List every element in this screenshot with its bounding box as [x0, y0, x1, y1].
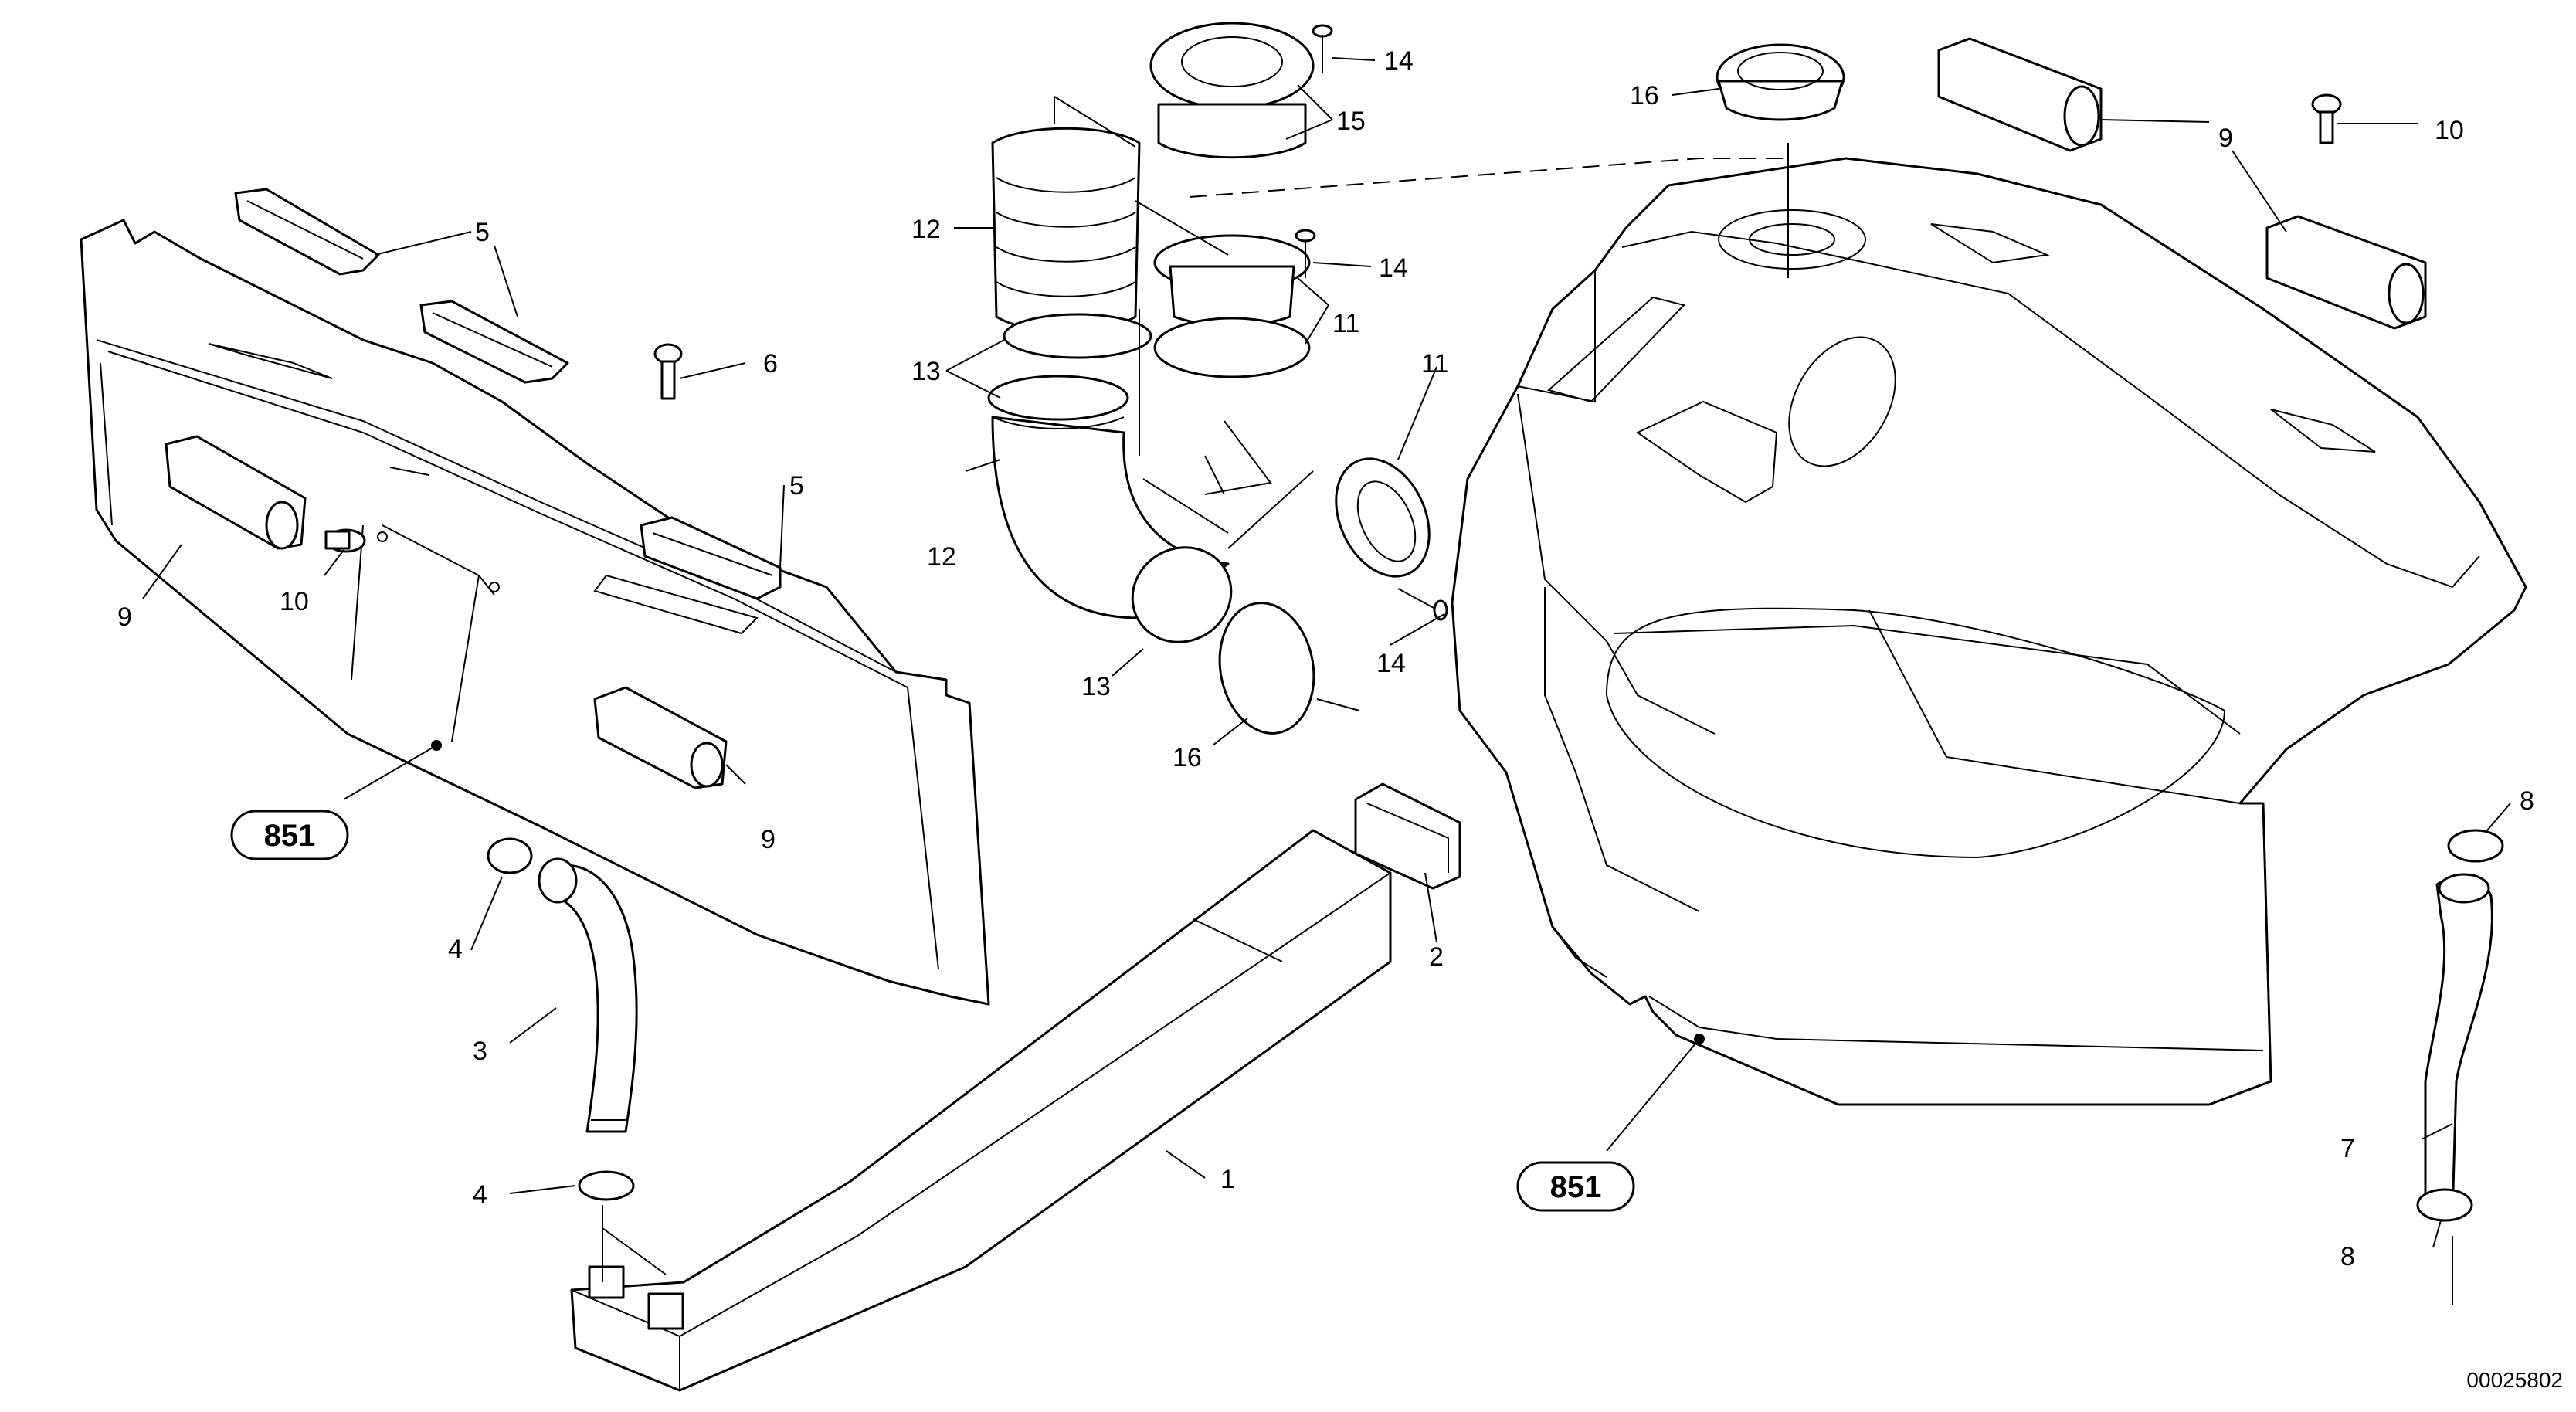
hose-clamp-13b	[987, 375, 1129, 421]
assembly-line	[1139, 309, 1225, 495]
screw-10b	[2311, 93, 2342, 144]
bolt-10a	[324, 528, 366, 553]
callout-2: 2	[1429, 942, 1444, 972]
callout-11a: 11	[1332, 309, 1359, 338]
vent-box-9a	[165, 435, 307, 550]
leader-lines	[142, 57, 2511, 1248]
reference-badge-left: 851	[230, 810, 349, 860]
duct-gasket-2	[1354, 782, 1461, 890]
callout-9b: 9	[761, 825, 776, 854]
callout-12b: 12	[927, 542, 956, 572]
vent-ring-11c	[1335, 457, 1431, 578]
vent-box-9c	[1937, 37, 2103, 152]
reference-number: 851	[1550, 1170, 1602, 1204]
callout-8a: 8	[2520, 786, 2534, 816]
assembly-line	[1135, 200, 1229, 534]
hose-clamp-13a	[1003, 313, 1152, 359]
callout-10b: 10	[2435, 116, 2464, 145]
assembly-line	[1227, 470, 1314, 549]
hose-3	[538, 857, 638, 1133]
assembly-line	[602, 1205, 667, 1282]
callout-12a: 12	[911, 215, 941, 244]
callout-14b: 14	[1379, 253, 1408, 283]
vent-grille-5a	[234, 188, 380, 276]
vent-box-9d	[2265, 215, 2427, 330]
callout-13a: 13	[911, 357, 941, 386]
callout-6: 6	[763, 349, 778, 378]
callout-5a: 5	[475, 218, 490, 247]
clamp-8b	[2416, 1188, 2473, 1222]
callout-11b: 11	[1421, 349, 1448, 378]
clamp-4b	[578, 1170, 635, 1201]
bellows-hose-12a	[991, 127, 1141, 333]
callout-10a: 10	[280, 587, 309, 616]
hose-7	[2424, 873, 2493, 1218]
vent-ring-11a	[1153, 234, 1311, 327]
vent-grille-5b	[419, 300, 569, 384]
callout-13b: 13	[1081, 672, 1111, 701]
callout-labels: 1 2 3 4 4 5 5 6 7 8 8 9 9 9 10 10 11 11 …	[117, 46, 2534, 1271]
callout-14a: 14	[1384, 46, 1414, 76]
cover-cap-16a	[1716, 43, 1845, 121]
vent-ring-11b	[1153, 317, 1311, 378]
callout-9c: 9	[2218, 124, 2233, 153]
callout-4a: 4	[448, 935, 463, 964]
air-vent-15	[1149, 22, 1315, 159]
screw-14b	[1295, 229, 1316, 278]
left-trim-panel	[80, 219, 990, 1006]
callout-7: 7	[2340, 1134, 2355, 1163]
assembly-line	[1054, 96, 1136, 148]
callout-5b: 5	[789, 471, 804, 501]
clamp-8a	[2447, 829, 2504, 863]
right-housing-851	[1451, 157, 2527, 1106]
callout-16a: 16	[1630, 81, 1659, 110]
reference-badge-right: 851	[1516, 1161, 1635, 1212]
callout-15: 15	[1336, 107, 1366, 136]
screw-6	[653, 343, 683, 400]
vent-box-9b	[593, 686, 728, 789]
air-duct-1	[570, 829, 1392, 1392]
clamp-4a	[487, 837, 533, 874]
document-number: 00025802	[2466, 1368, 2563, 1392]
assembly-line	[1204, 420, 1272, 495]
callout-16b: 16	[1173, 743, 1202, 772]
assembly-line	[1189, 158, 1792, 198]
screw-14c	[1397, 588, 1448, 621]
callout-14c: 14	[1376, 649, 1406, 678]
reference-number: 851	[264, 819, 316, 853]
vent-grille-5c	[640, 516, 782, 600]
callout-3: 3	[473, 1037, 487, 1066]
callout-8b: 8	[2340, 1242, 2355, 1271]
callout-9a: 9	[117, 602, 132, 632]
callout-4b: 4	[473, 1180, 487, 1210]
assembly-line	[1316, 698, 1360, 711]
screw-14a	[1312, 24, 1333, 73]
callout-1: 1	[1220, 1165, 1235, 1194]
cover-cap-16b	[1218, 602, 1315, 735]
hose-clamp-13c	[1131, 546, 1233, 643]
